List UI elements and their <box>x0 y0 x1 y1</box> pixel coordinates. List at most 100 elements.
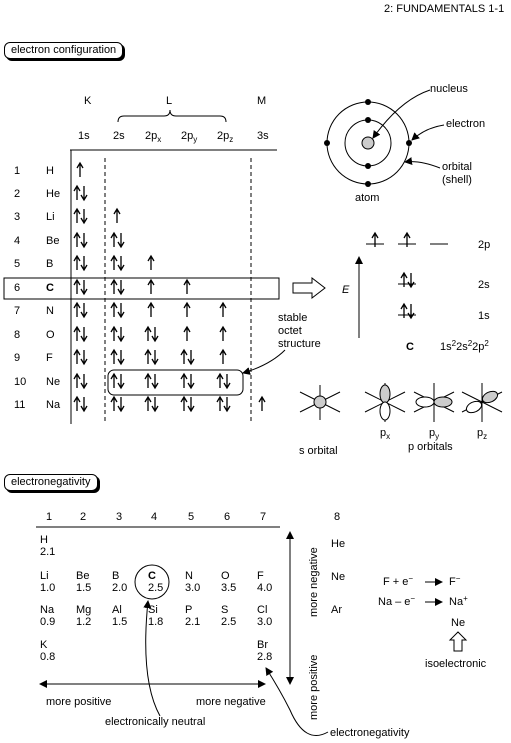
element-symbol: Na <box>46 399 61 411</box>
electron-up-arrow <box>219 348 227 364</box>
electron-up-arrow <box>147 301 155 317</box>
shell-k: K <box>84 95 92 107</box>
element-number: 6 <box>14 282 20 294</box>
element-number: 1 <box>14 165 20 177</box>
element-symbol: Be <box>46 235 59 247</box>
electron-up-arrow <box>144 372 152 388</box>
en-element-symbol: B <box>112 570 119 582</box>
electron-down-arrow <box>80 303 88 319</box>
octet-pointer <box>242 349 286 375</box>
electron-up-arrow <box>110 231 118 247</box>
group-number: 6 <box>224 511 230 523</box>
en-element-value: 0.9 <box>40 616 55 628</box>
more-negative-v-label: more negative <box>308 547 320 617</box>
en-element-symbol: S <box>221 604 228 616</box>
group-number: 3 <box>116 511 122 523</box>
electronegativity-table: H2.1HeLi1.0Be1.5B2.0C2.5N3.0O3.5F4.0NeNa… <box>40 534 345 663</box>
electron-up-arrow <box>73 372 81 388</box>
element-symbol: C <box>46 282 54 294</box>
electron-up-arrow <box>371 231 379 247</box>
en-element-value: 2.1 <box>185 616 200 628</box>
electron-down-arrow <box>187 397 195 413</box>
electronegativity-pointer <box>265 667 329 736</box>
electron-down-arrow <box>407 273 415 289</box>
electron-up-arrow <box>73 207 81 223</box>
en-element-symbol: Li <box>40 570 49 582</box>
electron-down-arrow <box>117 280 125 296</box>
electron-up-arrow <box>73 325 81 341</box>
electron-up-arrow <box>110 278 118 294</box>
electron-down-arrow <box>80 209 88 225</box>
en-element-symbol: H <box>40 534 48 546</box>
en-element-value: 4.0 <box>257 582 272 594</box>
label-electron: electron <box>446 118 485 130</box>
en-element-value: 1.5 <box>112 616 127 628</box>
electron-up-arrow <box>73 348 81 364</box>
group-number: 4 <box>151 511 157 523</box>
en-element-value: 2.8 <box>257 651 272 663</box>
atom-model <box>324 99 412 187</box>
electron-down-arrow <box>151 374 159 390</box>
octet-label-2: octet <box>278 325 302 337</box>
electron-up-arrow <box>73 184 81 200</box>
en-element-value: 1.2 <box>76 616 91 628</box>
py-label: py <box>429 427 439 441</box>
electron-down-arrow <box>187 374 195 390</box>
element-symbol: Ne <box>46 376 60 388</box>
electron-down-arrow <box>151 327 159 343</box>
electron-up-arrow <box>144 395 152 411</box>
element-symbol: Li <box>46 211 55 223</box>
carbon-to-energy-arrow <box>292 276 326 300</box>
electron-up-arrow <box>183 278 191 294</box>
electron-up-arrow <box>73 231 81 247</box>
en-element-value: 2.1 <box>40 546 55 558</box>
energy-levels <box>366 243 448 316</box>
element-symbol: He <box>46 188 60 200</box>
element-number: 3 <box>14 211 20 223</box>
en-element-value: 3.0 <box>257 616 272 628</box>
electron-down-arrow <box>117 256 125 272</box>
group-number: 8 <box>334 511 340 523</box>
electron-up-arrow <box>216 372 224 388</box>
electron-up-arrow <box>147 278 155 294</box>
electron-down-arrow <box>407 304 415 320</box>
en-element-value: 1.0 <box>40 582 55 594</box>
carbon-circle <box>134 564 170 600</box>
element-number: 5 <box>14 258 20 270</box>
electron-up-arrow <box>73 395 81 411</box>
electron-up-arrow <box>400 302 408 318</box>
element-number: 2 <box>14 188 20 200</box>
iso-hollow-arrow <box>448 631 468 652</box>
electron-down-arrow <box>80 327 88 343</box>
iso-eq1-left: F + e− <box>383 574 413 588</box>
shell-m: M <box>257 95 266 107</box>
more-positive-v-label: more positive <box>308 655 320 720</box>
en-element-symbol: Ne <box>331 571 345 583</box>
electron-up-arrow <box>73 278 81 294</box>
element-symbol: O <box>46 329 55 341</box>
iso-eq1-right: F− <box>449 574 461 588</box>
carbon-row-box <box>3 277 280 300</box>
electron-down-arrow <box>151 397 159 413</box>
iso-eq2-left: Na – e− <box>378 594 415 608</box>
section-title-electron-configuration: electron configuration <box>4 42 124 59</box>
element-symbol: F <box>46 352 53 364</box>
electron-down-arrow <box>223 374 231 390</box>
more-positive-h-label: more positive <box>46 696 111 708</box>
pz-orbital-shape <box>461 383 503 422</box>
element-symbol: H <box>46 165 54 177</box>
en-element-symbol: Mg <box>76 604 91 616</box>
element-number: 11 <box>14 399 25 411</box>
level-1s: 1s <box>478 310 490 322</box>
electron-up-arrow <box>180 348 188 364</box>
en-element-symbol: K <box>40 639 48 651</box>
en-element-value: 3.0 <box>185 582 200 594</box>
octet-label-3: structure <box>278 338 321 350</box>
element-number: 7 <box>14 305 20 317</box>
level-2s: 2s <box>478 279 490 291</box>
electron-up-arrow <box>110 301 118 317</box>
electron-down-arrow <box>117 303 125 319</box>
electron-pointer <box>411 124 445 141</box>
more-negative-h-label: more negative <box>196 696 266 708</box>
